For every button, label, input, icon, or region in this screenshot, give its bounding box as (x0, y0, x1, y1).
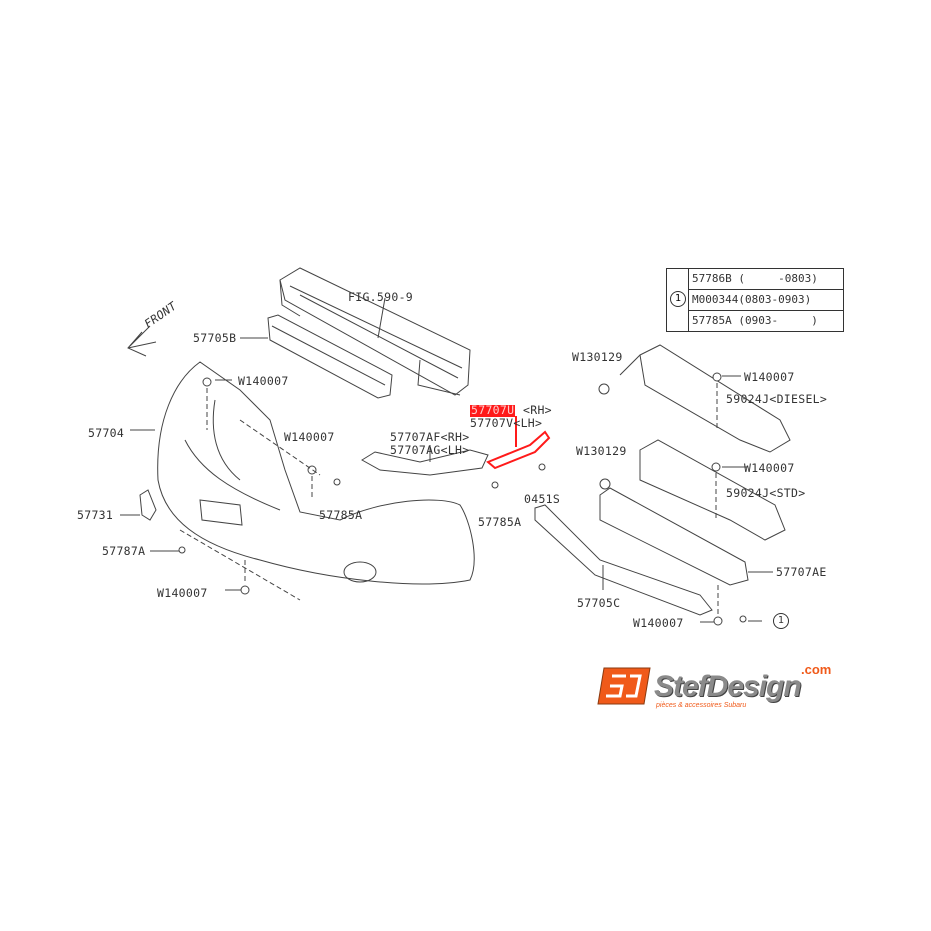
label-w140007[interactable]: W140007 (157, 586, 208, 600)
legend-range: (0803-0903) (738, 293, 812, 306)
label-59024j-std[interactable]: 59024J<STD> (726, 486, 806, 500)
undercover-diesel (598, 344, 791, 453)
legend-part: 57786B (692, 272, 732, 285)
legend-row: M000344(0803-0903) (689, 290, 843, 311)
label-57707u-side: <RH> (523, 403, 552, 417)
label-57785a[interactable]: 57785A (478, 515, 522, 529)
label-fig-590-9[interactable]: FIG.590-9 (348, 290, 414, 304)
label-59024j-diesel[interactable]: 59024J<DIESEL> (726, 392, 828, 406)
fasteners (178, 372, 747, 626)
ref-mark-1: 1 (670, 291, 686, 307)
undercover-std (599, 439, 786, 541)
label-w130129[interactable]: W130129 (572, 350, 623, 364)
legend-range: (0903- ) (738, 314, 818, 327)
label-0451s[interactable]: 0451S (524, 492, 561, 506)
legend-range: ( -0803) (738, 272, 818, 285)
legend-part: M000344 (692, 293, 739, 306)
label-w140007[interactable]: W140007 (744, 461, 795, 475)
ref-mark-1[interactable]: 1 (773, 613, 789, 629)
reinforcement-beam (279, 267, 471, 396)
label-57787a[interactable]: 57787A (102, 544, 146, 558)
label-w140007[interactable]: W140007 (633, 616, 684, 630)
lower-absorber (599, 487, 749, 586)
label-57785a[interactable]: 57785A (319, 508, 363, 522)
logo-tagline: pièces & accessoires Subaru (656, 702, 747, 709)
logo-suffix: .com (801, 662, 832, 677)
label-57705c[interactable]: 57705C (577, 596, 621, 610)
label-57707u-highlighted[interactable]: 57707U (470, 403, 516, 417)
logo-wordmark: StefDesign (654, 670, 802, 703)
label-57707v[interactable]: 57707V<LH> (470, 416, 543, 430)
side-bracket (361, 445, 489, 476)
legend-part: 57785A (692, 314, 732, 327)
label-57707af[interactable]: 57707AF<RH> (390, 430, 470, 444)
label-57704[interactable]: 57704 (88, 426, 125, 440)
legend-row: 57785A (0903- ) (689, 311, 843, 331)
highlighted-bracket-57707u (486, 416, 551, 470)
sd-logo-icon (597, 667, 651, 705)
label-57707ag[interactable]: 57707AG<LH> (390, 443, 470, 457)
legend-table: 1 57786B ( -0803) M000344(0803-0903) 577… (666, 268, 844, 332)
label-57731[interactable]: 57731 (77, 508, 114, 522)
stefdesign-logo: StefDesign .com pièces & accessoires Sub… (596, 662, 856, 716)
assembly-dashes (179, 383, 719, 615)
label-57707ae[interactable]: 57707AE (776, 565, 827, 579)
label-w140007[interactable]: W140007 (238, 374, 289, 388)
label-w130129[interactable]: W130129 (576, 444, 627, 458)
front-arrow-icon (127, 325, 157, 357)
lower-beam (534, 504, 713, 616)
label-57705b[interactable]: 57705B (193, 331, 237, 345)
label-w140007[interactable]: W140007 (284, 430, 335, 444)
bumper-cover (130, 361, 475, 585)
cover-cap (139, 489, 157, 521)
label-w140007[interactable]: W140007 (744, 370, 795, 384)
legend-row: 57786B ( -0803) (689, 269, 843, 290)
legend-divider (688, 269, 689, 331)
upper-absorber (267, 314, 393, 399)
